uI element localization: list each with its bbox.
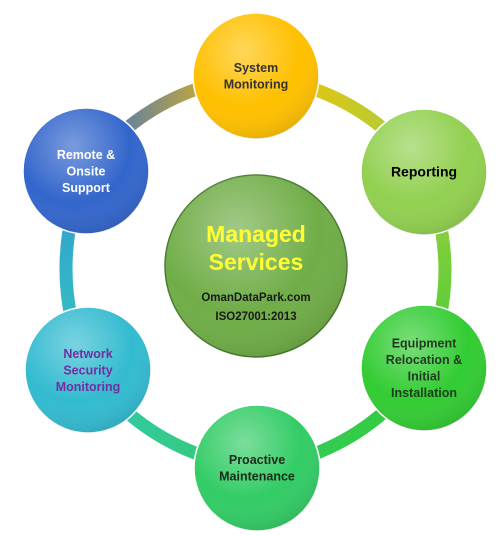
node-label-line: Maintenance [219,470,295,484]
node-label-line: Initial [408,370,441,384]
node-shade [361,109,487,235]
node-label-line: Installation [391,386,457,400]
node-shade [25,307,151,433]
node-label-line: Network [63,347,112,361]
node-shade [194,405,320,531]
node-shade [193,13,319,139]
node-label-line: Relocation & [386,353,462,367]
center-shade [165,175,347,357]
center-title-line-1: Managed [206,221,306,247]
node-label-line: Onsite [67,164,106,178]
node-label-line: Monitoring [224,78,289,92]
node-label-line: Support [62,181,111,195]
center-title-line-2: Services [209,249,304,275]
node-label-line: Equipment [392,337,457,351]
node-reporting: Reporting [360,108,488,236]
node-label-line: Security [63,363,112,377]
center-hub: Managed Services OmanDataPark.com ISO270… [164,174,348,358]
node-label-line: Remote & [57,148,115,162]
node-label-line: System [234,61,278,75]
node-label-line: Reporting [391,163,457,179]
node-shade [361,305,487,431]
node-label-line: Proactive [229,453,285,467]
service-nodes: SystemMonitoringReportingEquipmentReloca… [22,12,488,532]
node-shade [23,108,149,234]
center-certification: ISO27001:2013 [215,311,296,323]
node-label-line: Monitoring [56,380,121,394]
center-site: OmanDataPark.com [201,292,310,304]
